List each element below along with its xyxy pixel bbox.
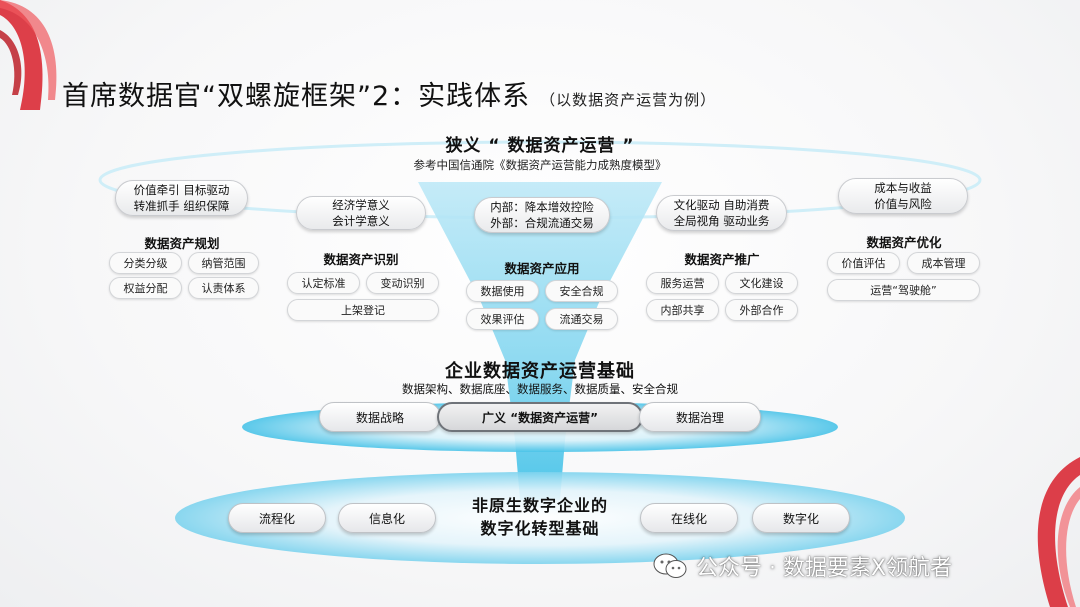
title-text: 首席数据官“双螺旋框架”2：实践体系 — [62, 81, 531, 112]
page-title: 首席数据官“双螺旋框架”2：实践体系 （以数据资产运营为例） — [62, 74, 716, 113]
data-governance-box: 数据治理 — [639, 402, 761, 432]
identification-tag: 上架登记 — [287, 299, 439, 321]
promotion-title: 数据资产推广 — [684, 252, 760, 267]
promotion-pill: 文化驱动 自助消费 全局视角 驱动业务 — [656, 195, 787, 231]
base-title-line2: 数字化转型基础 — [480, 519, 600, 538]
application-tag: 效果评估 — [466, 308, 539, 330]
watermark: 公众号 · 数据要素X领航者 — [652, 550, 952, 582]
red-ribbon-bottom-right — [1037, 457, 1080, 607]
identification-tag: 认定标准 — [287, 272, 360, 294]
base-item-information: 信息化 — [338, 503, 436, 533]
planning-tag: 分类分级 — [109, 252, 182, 274]
optimization-pill: 成本与收益 价值与风险 — [838, 178, 968, 214]
base-item-digital: 数字化 — [752, 503, 850, 533]
wechat-icon — [653, 553, 687, 578]
planning-tag: 纳管范围 — [188, 252, 259, 274]
optimization-title: 数据资产优化 — [866, 235, 942, 250]
application-tag: 数据使用 — [466, 280, 539, 302]
watermark-text: 公众号 · 数据要素X领航者 — [696, 556, 953, 581]
base-title: 非原生数字企业的 数字化转型基础 — [0, 494, 1080, 540]
planning-tag: 认责体系 — [188, 277, 259, 299]
data-strategy-box: 数据战略 — [319, 402, 441, 432]
application-tag: 流通交易 — [545, 308, 618, 330]
foundation-subtitle: 数据架构、数据底座、数据服务、数据质量、安全合规 — [402, 382, 678, 396]
narrow-reference: 参考中国信通院《数据资产运营能力成熟度模型》 — [413, 158, 667, 172]
application-pill: 内部：降本增效控险 外部：合规流通交易 — [474, 197, 610, 233]
title-note: （以数据资产运营为例） — [540, 91, 717, 109]
promotion-tag: 内部共享 — [646, 299, 719, 321]
base-title-line1: 非原生数字企业的 — [471, 496, 608, 515]
optimization-tag: 运营“驾驶舱” — [827, 279, 980, 301]
promotion-tag: 服务运营 — [646, 272, 719, 294]
identification-pill: 经济学意义 会计学意义 — [296, 196, 426, 230]
application-tag: 安全合规 — [545, 280, 618, 302]
planning-pill: 价值牵引 目标驱动 转准抓手 组织保障 — [115, 180, 248, 216]
promotion-tag: 外部合作 — [725, 299, 798, 321]
promotion-tag: 文化建设 — [725, 272, 798, 294]
optimization-tag: 成本管理 — [907, 252, 980, 274]
planning-title: 数据资产规划 — [144, 236, 220, 251]
planning-tag: 权益分配 — [109, 277, 182, 299]
base-item-online: 在线化 — [640, 503, 738, 533]
identification-tag: 变动识别 — [366, 272, 439, 294]
foundation-title: 企业数据资产运营基础 — [445, 361, 635, 382]
red-ribbon-top-left — [0, 0, 57, 110]
optimization-tag: 价值评估 — [827, 252, 900, 274]
narrow-title: 狭义 “ 数据资产运营 ” — [445, 136, 635, 156]
application-title: 数据资产应用 — [504, 261, 580, 276]
broad-operation-box: 广义 “数据资产运营” — [437, 402, 643, 432]
base-item-process: 流程化 — [228, 503, 326, 533]
identification-title: 数据资产识别 — [323, 252, 399, 267]
